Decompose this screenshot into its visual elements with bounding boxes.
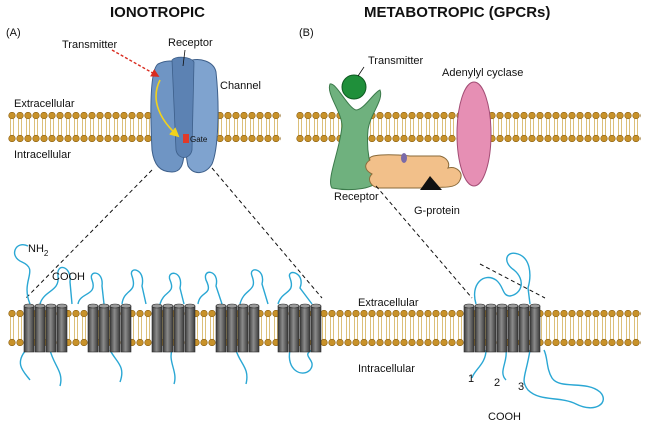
helix (248, 303, 260, 353)
g-protein (365, 153, 462, 190)
helix (45, 303, 57, 353)
helix (299, 303, 311, 353)
helix (215, 303, 227, 353)
panel-a-tag: (A) (6, 27, 21, 39)
helix (109, 303, 121, 353)
zoom-line-a-left (25, 169, 153, 299)
label-transmitter-b: Transmitter (368, 55, 424, 67)
nh2-text: NH (28, 243, 44, 255)
helix (288, 303, 300, 353)
label-receptor-b: Receptor (334, 191, 379, 203)
helix (184, 303, 196, 353)
label-receptor-a: Receptor (168, 37, 213, 49)
gate-marker (183, 134, 189, 143)
helix-number-1: 1 (468, 373, 474, 385)
helix (474, 303, 486, 353)
helix (87, 303, 99, 353)
transmitter-arrow-a (111, 49, 160, 77)
label-intracellular-a: Intracellular (14, 149, 71, 161)
polypeptide-loops (13, 244, 604, 409)
helix (463, 303, 475, 353)
helix (496, 303, 508, 353)
receptor-leader-a (182, 49, 186, 67)
helix (310, 303, 322, 353)
label-intracellular-bottom: Intracellular (358, 363, 415, 375)
label-cooh-top: COOH (52, 271, 85, 283)
membrane-top-left (8, 112, 281, 142)
label-cooh-bottom: COOH (488, 411, 521, 423)
ion-channel (150, 56, 219, 173)
helix (173, 303, 185, 353)
zoom-line-a-right (211, 167, 323, 299)
label-transmitter-a: Transmitter (62, 39, 118, 51)
helix (485, 303, 497, 353)
label-extracellular-bottom: Extracellular (358, 297, 419, 309)
helix (162, 303, 174, 353)
label-gate: Gate (190, 135, 208, 144)
zoom-line-b-right (479, 263, 546, 299)
helix (237, 303, 249, 353)
label-g-protein: G-protein (414, 205, 460, 217)
helix (151, 303, 163, 353)
transmitter-leader-b (357, 66, 365, 77)
helix (98, 303, 110, 353)
label-channel: Channel (220, 80, 261, 92)
helix (507, 303, 519, 353)
helix (529, 303, 541, 353)
label-extracellular-a: Extracellular (14, 98, 75, 110)
nh2-subscript: 2 (44, 249, 49, 258)
helix-bundles (23, 303, 541, 353)
zoom-line-b-left (375, 185, 473, 299)
title-metabotropic: METABOTROPIC (GPCRs) (364, 4, 550, 21)
helix-number-3: 3 (518, 381, 524, 393)
helix (56, 303, 68, 353)
helix (518, 303, 530, 353)
adenylyl-cyclase (456, 81, 492, 187)
title-ionotropic: IONOTROPIC (110, 4, 205, 21)
panel-b-tag: (B) (299, 27, 314, 39)
helix (23, 303, 35, 353)
helix (277, 303, 289, 353)
transmitter-molecule (341, 74, 367, 100)
helix (226, 303, 238, 353)
signal-arrow (155, 79, 180, 138)
helix-number-2: 2 (494, 377, 500, 389)
helix (34, 303, 46, 353)
helix (120, 303, 132, 353)
label-nh2: NH2 (28, 243, 49, 258)
label-adenylyl-cyclase: Adenylyl cyclase (442, 67, 523, 79)
